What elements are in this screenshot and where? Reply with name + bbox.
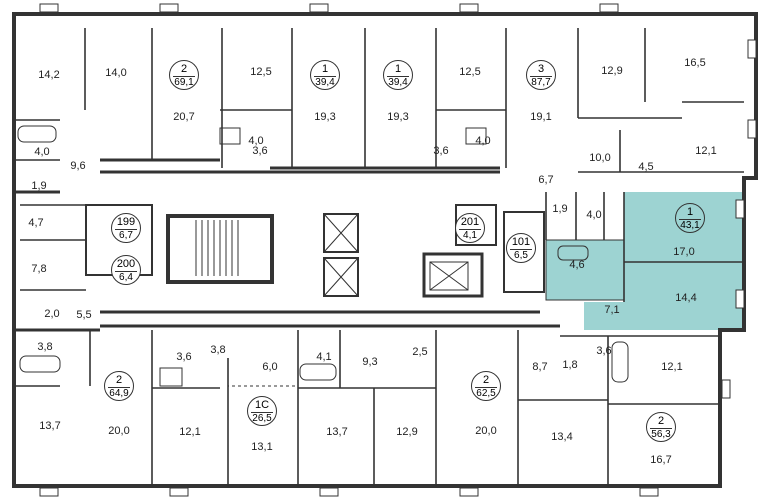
room-area: 14,0: [105, 67, 127, 79]
room-area: 6,7: [538, 174, 554, 186]
room-area: 3,8: [210, 344, 226, 356]
room-area: 3,6: [596, 345, 612, 357]
windows: [39, 3, 757, 497]
room-area: 14,4: [675, 292, 697, 304]
room-area: 8,7: [532, 361, 548, 373]
room-area: 4,0: [34, 146, 50, 158]
room-area: 4,5: [638, 161, 654, 173]
room-area: 14,2: [38, 69, 60, 81]
room-area: 1,9: [552, 203, 568, 215]
room-area: 4,0: [586, 209, 602, 221]
room-area: 4,0: [475, 135, 491, 147]
room-area: 13,4: [551, 431, 573, 443]
room-area: 2,5: [412, 346, 428, 358]
room-area: 7,8: [31, 263, 47, 275]
room-area: 9,6: [70, 160, 86, 172]
room-area: 7,1: [604, 304, 620, 316]
room-area: 5,5: [76, 309, 92, 321]
room-area: 16,5: [684, 57, 706, 69]
room-area: 12,1: [695, 145, 717, 157]
corridor-walls: [14, 158, 560, 332]
room-area: 12,1: [179, 426, 201, 438]
room-area: 3,6: [176, 351, 192, 363]
room-area: 19,3: [387, 111, 409, 123]
room-area: 3,6: [252, 145, 268, 157]
exterior-walls: [12, 12, 758, 488]
room-area: 9,3: [362, 356, 378, 368]
room-area: 4,7: [28, 217, 44, 229]
room-area: 4,6: [569, 259, 585, 271]
room-area: 13,7: [39, 420, 61, 432]
room-area: 17,0: [673, 246, 695, 258]
room-area: 1,9: [31, 180, 47, 192]
room-area: 4,1: [316, 351, 332, 363]
room-area: 3,6: [433, 145, 449, 157]
room-area: 20,0: [108, 425, 130, 437]
room-area: 3,8: [37, 341, 53, 353]
room-area: 19,1: [530, 111, 552, 123]
room-area: 16,7: [650, 454, 672, 466]
bath-fixtures: [17, 125, 629, 387]
room-area: 2,0: [44, 308, 60, 320]
room-area: 13,1: [251, 441, 273, 453]
room-area: 12,9: [601, 65, 623, 77]
room-area: 12,5: [459, 66, 481, 78]
room-area: 20,7: [173, 111, 195, 123]
room-area: 19,3: [314, 111, 336, 123]
room-area: 20,0: [475, 425, 497, 437]
balcony-door: [227, 360, 298, 387]
room-area: 1,8: [562, 359, 578, 371]
room-area: 6,0: [262, 361, 278, 373]
room-area: 12,1: [661, 361, 683, 373]
interior-walls: [14, 28, 744, 486]
room-area: 12,5: [250, 66, 272, 78]
room-area: 10,0: [589, 152, 611, 164]
room-area: 4,0: [248, 135, 264, 147]
room-area: 12,9: [396, 426, 418, 438]
highlighted-bath: [546, 240, 624, 300]
room-area: 13,7: [326, 426, 348, 438]
